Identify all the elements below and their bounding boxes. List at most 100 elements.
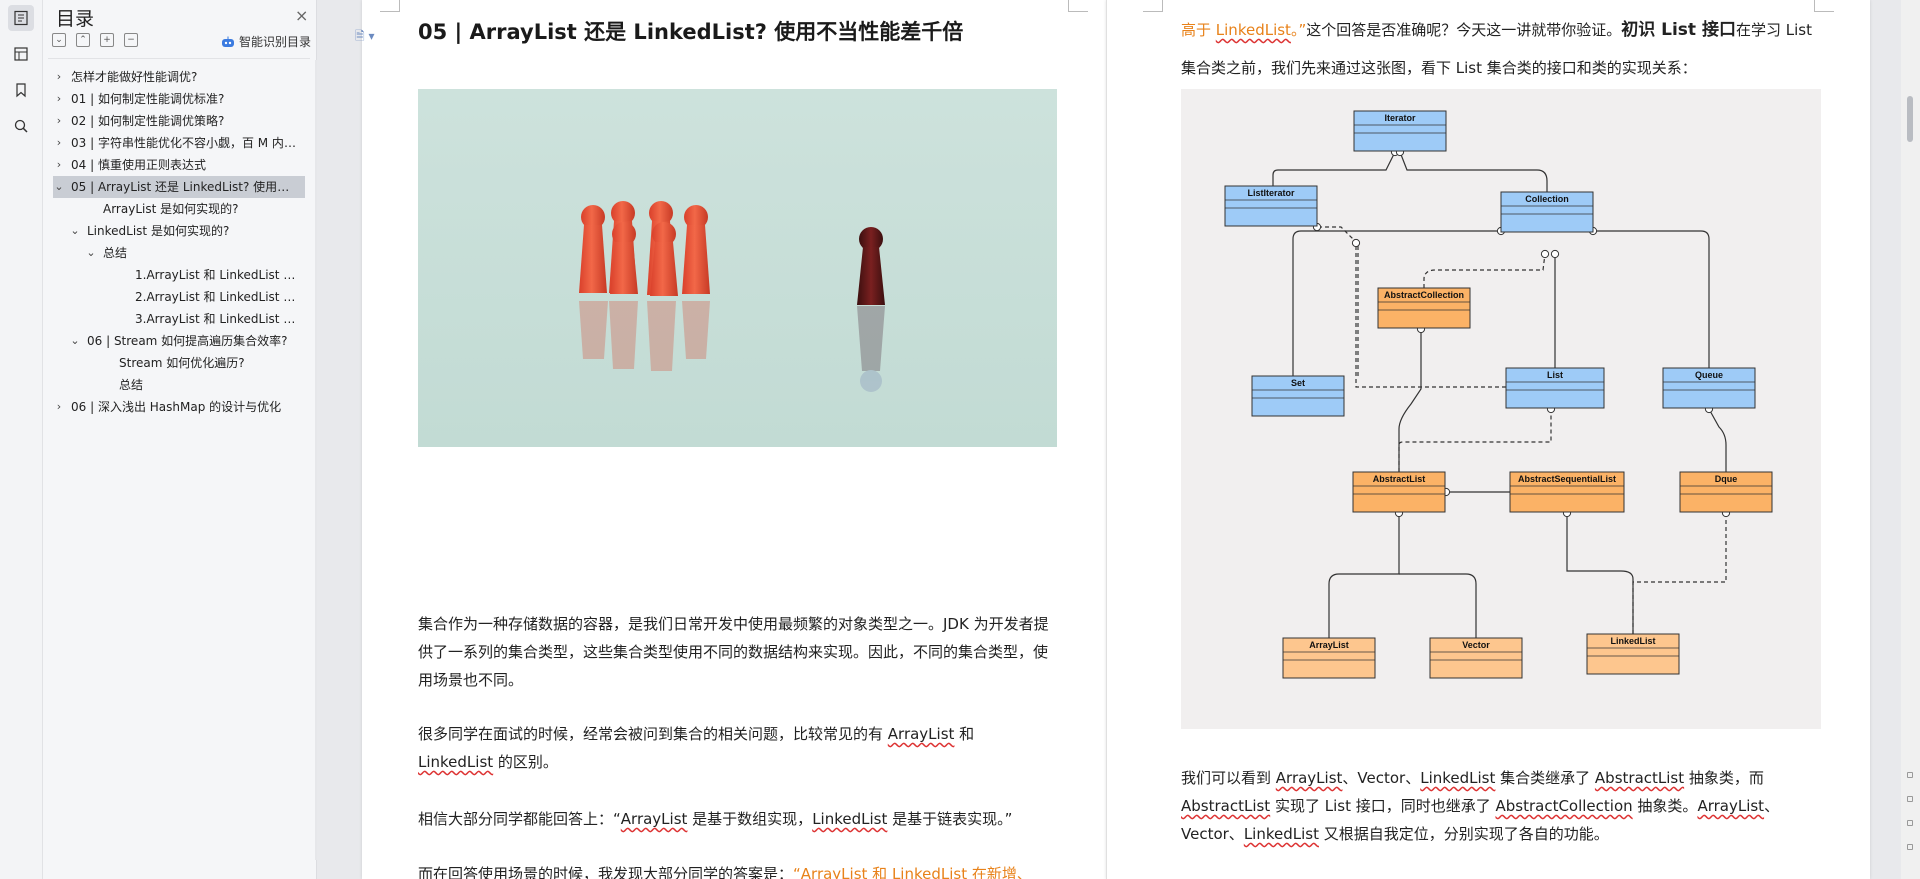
scroll-mark-icon[interactable] <box>1907 844 1913 850</box>
right-paragraph-1: 高于 LinkedList。”这个回答是否准确呢？今天这一讲就带你验证。初识 L… <box>1181 20 1812 77</box>
toc-divider <box>48 58 310 59</box>
toc-item[interactable]: ⌄ LinkedList 是如何实现的? <box>53 220 305 242</box>
uml-class-listiterator: ListIterator <box>1224 185 1318 227</box>
arrowhead-mark <box>1550 249 1560 259</box>
scrollbar-thumb[interactable] <box>1907 96 1913 142</box>
toc-item[interactable]: ArrayList 是如何实现的? <box>53 198 305 220</box>
smart-toc-button[interactable]: 智能识别目录 <box>221 33 311 50</box>
toc-item[interactable]: › 怎样才能做好性能调优? <box>53 66 305 88</box>
robot-icon <box>222 36 234 47</box>
uml-class-collection: Collection <box>1500 191 1594 233</box>
toc-panel: 目录 × ⌄ ⌃ + − 智能识别目录 › 怎样才能做好性能调优? › 01 | 如何… <box>43 0 317 879</box>
arrowhead-mark <box>1351 238 1361 248</box>
diagram-connector <box>1399 573 1477 638</box>
chevron-right-icon[interactable]: › <box>56 70 62 83</box>
uml-class-label: AbstractSequentialList <box>1518 474 1616 484</box>
toc-item[interactable]: › 01 | 如何制定性能调优标准? <box>53 88 305 110</box>
uml-class-iterator: Iterator <box>1353 110 1447 152</box>
uml-class-label: LinkedList <box>1610 636 1655 646</box>
collapse-all-icon[interactable]: ⌄ <box>52 33 66 47</box>
chevron-down-icon[interactable]: ⌄ <box>70 334 80 347</box>
uml-class-abstractsequentiallist: AbstractSequentialList <box>1509 471 1625 513</box>
arrowhead-mark <box>1540 249 1550 259</box>
outline-icon[interactable] <box>8 5 34 31</box>
chevron-right-icon[interactable]: › <box>56 400 62 413</box>
search-icon[interactable] <box>8 113 34 139</box>
toc-item[interactable]: › 06 | 深入浅出 HashMap 的设计与优化 <box>53 396 305 418</box>
toc-item[interactable]: ›03 | 字符串性能优化不容小觑，百 M 内存轻松存储几十 G 数据 <box>53 132 305 154</box>
toc-item-label: 怎样才能做好性能调优? <box>71 70 198 84</box>
chevron-down-icon[interactable]: ⌄ <box>86 246 96 259</box>
uml-class-label: Dque <box>1715 474 1738 484</box>
right-paragraph-2: 我们可以看到 ArrayList、Vector、LinkedList 集合类继承… <box>1181 769 1780 843</box>
toc-item-label: 3.ArrayList 和 LinkedList 遍历元素操作测试 <box>135 312 301 326</box>
toc-item-label: Stream 如何优化遍历? <box>119 356 245 370</box>
uml-class-label: ListIterator <box>1247 188 1295 198</box>
toc-item[interactable]: ›02 | 如何制定性能调优策略? <box>53 110 305 132</box>
scroll-mark-icon[interactable] <box>1907 796 1913 802</box>
diagram-connector <box>1423 253 1546 288</box>
paragraph-4: 而在回答使用场景的时候，我发现大部分同学的答案是：“ArrayList 和 Li… <box>418 865 1032 879</box>
diagram-connector <box>1632 513 1727 634</box>
diagram-connector <box>1398 409 1552 472</box>
diagram-connector <box>1399 151 1548 192</box>
toc-item-label: 06 | Stream 如何提高遍历集合效率? <box>87 334 288 348</box>
document-icon[interactable]: 🗎 ▾ <box>355 29 375 43</box>
toc-item-label: 总结 <box>103 246 128 260</box>
chevron-right-icon[interactable]: › <box>56 158 62 171</box>
toc-item[interactable]: ⌄ 06 | Stream 如何提高遍历集合效率? <box>53 330 305 352</box>
toc-item[interactable]: 总结 <box>53 374 305 396</box>
toc-item-label: 04 | 慎重使用正则表达式 <box>71 158 206 172</box>
bookmark-icon[interactable] <box>8 77 34 103</box>
uml-class-label: AbstractList <box>1373 474 1426 484</box>
toc-item[interactable]: 1.ArrayList 和 LinkedList 新增元素操作测试 <box>53 264 305 286</box>
toc-item[interactable]: 3.ArrayList 和 LinkedList 遍历元素操作测试 <box>53 308 305 330</box>
expand-all-icon[interactable]: ⌃ <box>76 33 90 47</box>
diagram-connector <box>1328 513 1400 638</box>
uml-class-list: List <box>1505 367 1605 409</box>
toc-item-label: 06 | 深入浅出 HashMap 的设计与优化 <box>71 400 282 414</box>
article-title: 05 | ArrayList 还是 LinkedList? 使用不当性能差千倍 <box>418 20 964 44</box>
scroll-mark-icon[interactable] <box>1907 772 1913 778</box>
remove-heading-icon[interactable]: − <box>124 33 138 47</box>
uml-class-label: AbstractCollection <box>1384 290 1464 300</box>
toc-item[interactable]: ⌄05 | ArrayList 还是 LinkedList? 使用不当性能差千倍 <box>53 176 305 198</box>
scroll-mark-icon[interactable] <box>1907 820 1913 826</box>
diagram-connector <box>1272 151 1396 186</box>
paragraph-3: 相信大部分同学都能回答上：“ArrayList 是基于数组实现，LinkedLi… <box>418 810 1013 828</box>
chevron-right-icon[interactable]: › <box>56 92 62 105</box>
uml-class-label: List <box>1547 370 1563 380</box>
toc-scrollbar[interactable] <box>315 60 317 860</box>
add-heading-icon[interactable]: + <box>100 33 114 47</box>
uml-class-label: Vector <box>1462 640 1490 650</box>
toc-list: › 怎样才能做好性能调优? › 01 | 如何制定性能调优标准? ›02 | 如何制定性… <box>53 66 305 418</box>
chevron-down-icon[interactable]: ⌄ <box>70 224 80 237</box>
smart-toc-label: 智能识别目录 <box>239 35 312 49</box>
chevron-right-icon[interactable]: › <box>56 136 62 149</box>
uml-class-queue: Queue <box>1662 367 1756 409</box>
toc-item[interactable]: 2.ArrayList 和 LinkedList 删除元素操作测试 <box>53 286 305 308</box>
toc-item-label: 总结 <box>119 378 144 392</box>
toc-item-label: 1.ArrayList 和 LinkedList 新增元素操作测试 <box>135 268 301 282</box>
document-scrollbar[interactable] <box>1901 0 1920 879</box>
close-icon[interactable]: × <box>295 6 309 25</box>
toc-item[interactable]: Stream 如何优化遍历? <box>53 352 305 374</box>
diagram-connector <box>1708 408 1727 472</box>
uml-class-linkedlist: LinkedList <box>1586 633 1680 675</box>
toc-item-label: ArrayList 是如何实现的? <box>103 202 239 216</box>
toc-item-label: LinkedList 是如何实现的? <box>87 224 230 238</box>
chevron-right-icon[interactable]: › <box>56 114 62 127</box>
uml-class-abstractlist: AbstractList <box>1352 471 1446 513</box>
toc-item[interactable]: › 04 | 慎重使用正则表达式 <box>53 154 305 176</box>
chevron-down-icon[interactable]: ⌄ <box>54 180 64 193</box>
toc-item[interactable]: ⌄ 总结 <box>53 242 305 264</box>
diagram-connector <box>1398 329 1422 472</box>
toc-item-label: 01 | 如何制定性能调优标准? <box>71 92 225 106</box>
structure-icon[interactable] <box>8 41 34 67</box>
uml-class-abstractcollection: AbstractCollection <box>1377 287 1471 329</box>
toc-title: 目录 <box>56 8 95 30</box>
side-toolbar <box>0 0 43 879</box>
uml-class-dque: Dque <box>1679 471 1773 513</box>
diagram-connector <box>1566 513 1634 634</box>
uml-class-set: Set <box>1251 375 1345 417</box>
